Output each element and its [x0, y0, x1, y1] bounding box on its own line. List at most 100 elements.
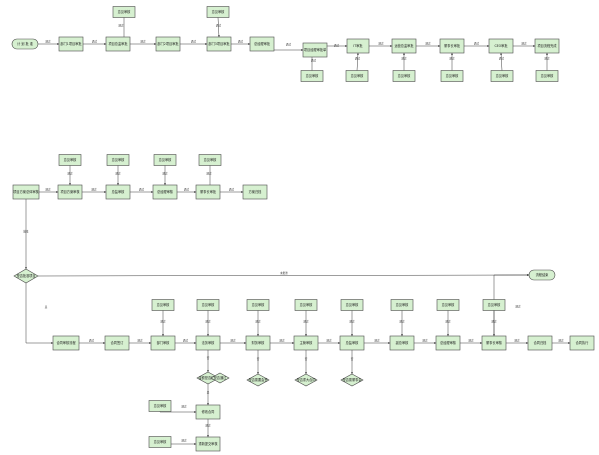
edge-label-n9-n10: 通过: [474, 42, 480, 46]
node-t5[interactable]: 意见审核: [392, 70, 416, 82]
node-t6[interactable]: 意见审核: [440, 70, 464, 82]
edge-label-b6-dd3: 否: [305, 357, 308, 361]
node-t8[interactable]: 意见审核: [535, 70, 559, 82]
node-b3-shape: [150, 335, 176, 351]
edge-label-v7-b9: 通过: [445, 320, 451, 324]
node-b9[interactable]: 总经理审核: [435, 335, 461, 351]
node-n1[interactable]: 部门1项目审批: [58, 36, 84, 52]
node-t1-label: 意见审核: [118, 9, 132, 14]
node-m5[interactable]: 董事长审批: [195, 184, 221, 200]
node-t4-shape: [345, 70, 369, 82]
node-dd4[interactable]: 是否需董事会: [340, 373, 364, 387]
node-dd3[interactable]: 是否重大合同: [294, 373, 318, 387]
node-t1[interactable]: 意见审核: [112, 6, 136, 18]
edge-label-d1-end: 未批准: [280, 271, 288, 275]
node-n8[interactable]: 运营总监审批: [391, 38, 417, 54]
node-t7[interactable]: 意见审核: [490, 70, 514, 82]
node-t2[interactable]: 意见审核: [206, 6, 230, 18]
node-n9[interactable]: 董事长审批: [439, 38, 465, 54]
node-v6[interactable]: 意见审核: [390, 299, 414, 311]
node-m6[interactable]: 方案归档: [242, 184, 268, 200]
edge-label-v8-b10: 通过: [491, 320, 497, 324]
node-b12[interactable]: 合同执行: [569, 335, 595, 351]
node-n6-shape: [302, 42, 328, 58]
node-v8[interactable]: 意见审核: [482, 299, 506, 311]
node-m3[interactable]: 总监审核: [105, 184, 131, 200]
node-v1-label: 意见审核: [157, 302, 171, 307]
edge-label-n10-n11: 通过: [521, 42, 527, 46]
node-t4[interactable]: 意见审核: [345, 70, 369, 82]
node-v5[interactable]: 意见审核: [340, 299, 364, 311]
node-start[interactable]: 计 划 批 准: [11, 38, 39, 50]
edge-label-c1-c2: 通过: [205, 424, 211, 428]
node-b11[interactable]: 合同归档: [527, 335, 553, 351]
node-u3[interactable]: 意见审核: [153, 154, 177, 166]
node-d1[interactable]: 是否批准项目: [13, 268, 39, 284]
node-m4[interactable]: 总经理审核: [152, 184, 178, 200]
node-d1-label: 是否批准项目: [16, 273, 35, 278]
edge-label-b4-b5: 通过: [230, 339, 236, 343]
edge-label-n5-n6: 通过: [286, 43, 292, 47]
node-b4[interactable]: 法务审核: [195, 335, 221, 351]
node-dd2[interactable]: 是否需要会签: [246, 373, 270, 387]
node-w2[interactable]: 意见审核: [148, 436, 172, 448]
node-v5-shape: [340, 299, 364, 311]
node-t1-shape: [112, 6, 136, 18]
edge-d1-end: [37, 274, 530, 277]
node-n6[interactable]: 项目经理审批单: [302, 42, 328, 58]
node-n11[interactable]: 项目流程完成: [534, 38, 560, 54]
node-v2[interactable]: 意见审核: [196, 299, 220, 311]
node-b8-shape: [389, 335, 415, 351]
node-m4-shape: [152, 184, 178, 200]
node-u2[interactable]: 意见审核: [106, 154, 130, 166]
node-b11-shape: [527, 335, 553, 351]
node-v3[interactable]: 意见审核: [246, 299, 270, 311]
edge-label-dd1-c1: 是: [207, 391, 210, 395]
node-b5-label: 财务审核: [252, 340, 266, 345]
node-end-shape: [528, 269, 556, 281]
node-b11-label: 合同归档: [534, 340, 547, 345]
node-v1[interactable]: 意见审核: [151, 299, 175, 311]
node-m1[interactable]: 项目方案总体审核: [12, 184, 40, 200]
node-b5[interactable]: 财务审核: [245, 335, 271, 351]
node-n7[interactable]: IT审批: [346, 38, 370, 54]
node-start-shape: [11, 38, 39, 50]
node-n2[interactable]: 项目总监审批: [105, 36, 131, 52]
node-dd5[interactable]: 是否通过: [210, 372, 230, 384]
node-m2[interactable]: 项目方案审核: [57, 184, 83, 200]
edge-label-b10-end: 通过: [515, 305, 521, 309]
node-b7[interactable]: 总监审核: [339, 335, 365, 351]
edge-label-v2-b4: 通过: [205, 320, 211, 324]
node-w2-shape: [148, 436, 172, 448]
node-b1[interactable]: 合同审核流程: [52, 335, 80, 351]
node-b2[interactable]: 合同签订: [104, 335, 130, 351]
node-n7-shape: [346, 38, 370, 54]
node-b3[interactable]: 部门审核: [150, 335, 176, 351]
node-n3[interactable]: 部门2项目审批: [155, 36, 181, 52]
node-end[interactable]: 流程结束: [528, 269, 556, 281]
node-v6-shape: [390, 299, 414, 311]
node-v7[interactable]: 意见审核: [436, 299, 460, 311]
node-w1[interactable]: 意见审核: [148, 400, 172, 412]
node-c1[interactable]: 修改合同: [195, 404, 221, 420]
node-n10[interactable]: CEO审批: [488, 38, 514, 54]
edge-label-m5-m6: 通过: [229, 188, 235, 192]
node-n5[interactable]: 总经理审批: [249, 36, 275, 52]
node-n4[interactable]: 部门3项目审批: [206, 36, 232, 52]
node-b8[interactable]: 副总审核: [389, 335, 415, 351]
node-v4[interactable]: 意见审核: [294, 299, 318, 311]
node-t7-label: 意见审核: [496, 73, 510, 78]
node-b6[interactable]: 主管审核: [293, 335, 319, 351]
node-t3[interactable]: 意见审核: [300, 70, 324, 82]
edge-label-w2-c2: 通过: [181, 439, 187, 443]
node-u1[interactable]: 意见审核: [58, 154, 82, 166]
edge-label-b1-b2: 通过: [89, 339, 95, 343]
node-u4[interactable]: 意见审核: [198, 154, 222, 166]
node-c2[interactable]: 重新提交审核: [195, 436, 221, 452]
node-n8-shape: [391, 38, 417, 54]
node-b10[interactable]: 董事长审核: [481, 335, 507, 351]
node-t5-shape: [392, 70, 416, 82]
edge-label-m1-d1: 批准: [23, 230, 29, 234]
node-n1-label: 部门1项目审批: [60, 41, 82, 46]
edge-label-b11-b12: 通过: [558, 339, 564, 343]
